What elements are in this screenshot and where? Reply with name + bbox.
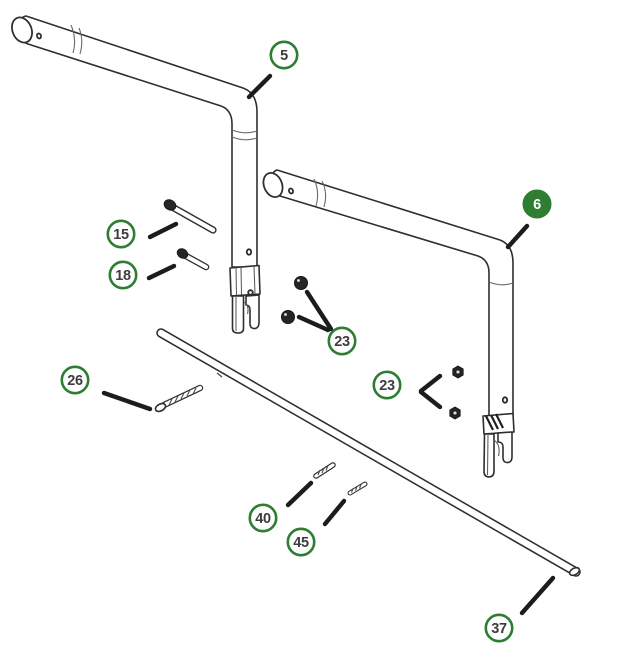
leader-line-23 <box>418 373 443 394</box>
callout-number: 26 <box>67 373 83 389</box>
callout-circle[interactable] <box>106 219 136 249</box>
callouts-layer: 5 6 15 18 23 23 26 40 45 37 <box>60 40 556 643</box>
callout-number: 6 <box>533 197 541 213</box>
leader-line-45 <box>322 498 347 527</box>
callout-26[interactable]: 26 <box>60 365 90 395</box>
callout-number: 23 <box>334 334 350 350</box>
leader-line-23 <box>418 389 443 410</box>
callout-number: 23 <box>379 378 395 394</box>
callout-number: 18 <box>115 268 131 284</box>
cap-nut <box>280 309 295 324</box>
tube-hole <box>36 32 42 40</box>
pin-head <box>154 402 167 413</box>
callout-number: 45 <box>293 535 309 551</box>
callout-circle[interactable] <box>286 527 316 557</box>
leader-line-37 <box>519 575 556 616</box>
leader-line-15 <box>147 221 179 240</box>
handle-tube-upper-left <box>11 15 261 334</box>
callout-37[interactable]: 37 <box>484 613 514 643</box>
callout-18[interactable]: 18 <box>108 260 138 290</box>
tube-hole <box>501 396 509 404</box>
leader-line-6 <box>505 223 530 250</box>
callout-number: 40 <box>255 511 271 527</box>
tube-fork-clamp <box>482 412 515 478</box>
callout-circle[interactable] <box>522 189 552 219</box>
leader-line-26 <box>101 390 153 412</box>
handle-tube-lower-right <box>262 169 515 478</box>
leader-line-5 <box>246 73 273 100</box>
clamp-hole <box>247 289 254 296</box>
cap-nut <box>293 275 308 290</box>
callout-circle[interactable] <box>248 503 278 533</box>
groove-pin <box>313 462 336 479</box>
callout-number: 15 <box>113 227 129 243</box>
bolt-long <box>163 199 217 234</box>
leader-line-18 <box>146 263 177 281</box>
callout-circle[interactable] <box>108 260 138 290</box>
callout-circle[interactable] <box>327 326 357 356</box>
leader-line-23 <box>296 314 331 333</box>
callout-circle[interactable] <box>484 613 514 643</box>
callout-number: 37 <box>491 621 507 637</box>
cross-rod <box>156 328 581 577</box>
callout-45[interactable]: 45 <box>286 527 316 557</box>
flange-nut-pair <box>449 365 464 420</box>
tube-open-end <box>11 16 33 44</box>
callout-40[interactable]: 40 <box>248 503 278 533</box>
callout-23[interactable]: 23 <box>327 326 357 356</box>
callout-circle[interactable] <box>269 40 299 70</box>
tube-open-end <box>262 172 284 198</box>
clevis-pin <box>154 384 204 413</box>
leader-line-40 <box>285 480 314 508</box>
cap-nut-pair <box>280 275 308 324</box>
tube-hole <box>245 248 253 256</box>
bolt-head <box>163 199 177 211</box>
callout-circle[interactable] <box>60 365 90 395</box>
groove-pin-small <box>347 481 368 496</box>
tube-hole <box>288 187 294 195</box>
callout-6[interactable]: 6 <box>522 189 552 219</box>
callout-5[interactable]: 5 <box>269 40 299 70</box>
callout-23[interactable]: 23 <box>372 370 402 400</box>
bolt-short <box>176 248 210 271</box>
callout-circle[interactable] <box>372 370 402 400</box>
bolt-head <box>176 248 189 259</box>
callout-15[interactable]: 15 <box>106 219 136 249</box>
leader-line-23 <box>304 289 334 332</box>
rod-open-end <box>568 566 581 577</box>
callout-number: 5 <box>280 48 288 64</box>
tube-clamp <box>229 264 261 334</box>
